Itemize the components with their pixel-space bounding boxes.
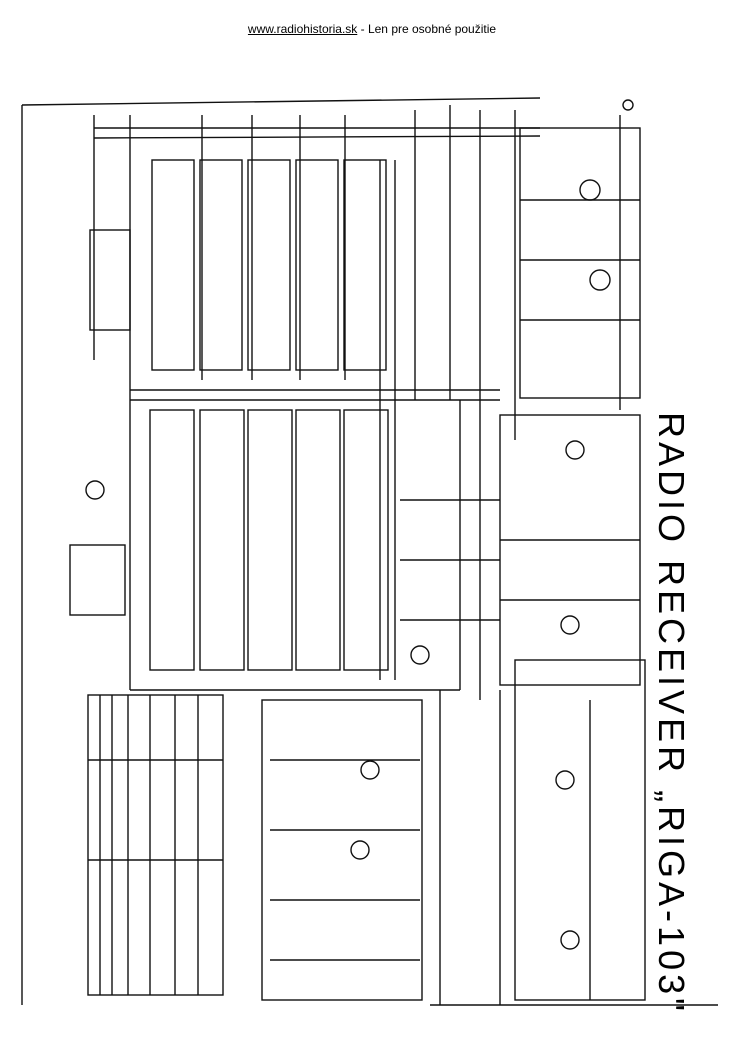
source-link[interactable]: www.radiohistoria.sk — [247, 22, 358, 36]
tuner-block-lower-1 — [343, 409, 389, 671]
tuner-block-1 — [343, 159, 387, 371]
tuner-block-5 — [151, 159, 195, 371]
tuner-block-lower-2 — [295, 409, 341, 671]
title-area: RADIO RECEIVER „RIGA-103" — [646, 412, 696, 1015]
tuner-block-lower-4 — [199, 409, 245, 671]
module-lower-right — [514, 659, 646, 1001]
module-u1 — [519, 127, 641, 399]
usage-note: - Len pre osobné použitie — [357, 22, 497, 36]
tuner-block-lower-3 — [247, 409, 293, 671]
frame-top-line — [21, 97, 541, 106]
tuner-block-2 — [295, 159, 339, 371]
tuner-block-4 — [199, 159, 243, 371]
parts-table — [87, 694, 224, 996]
tuner-block-3 — [247, 159, 291, 371]
page-header: www.radiohistoria.sk - Len pre osobné po… — [0, 22, 744, 36]
input-block — [89, 229, 131, 331]
schematic-title: RADIO RECEIVER „RIGA-103" — [651, 412, 692, 1015]
output-block — [69, 544, 126, 616]
module-u2 — [499, 414, 641, 686]
module-u4 — [261, 699, 423, 1001]
tuner-block-lower-5 — [149, 409, 195, 671]
